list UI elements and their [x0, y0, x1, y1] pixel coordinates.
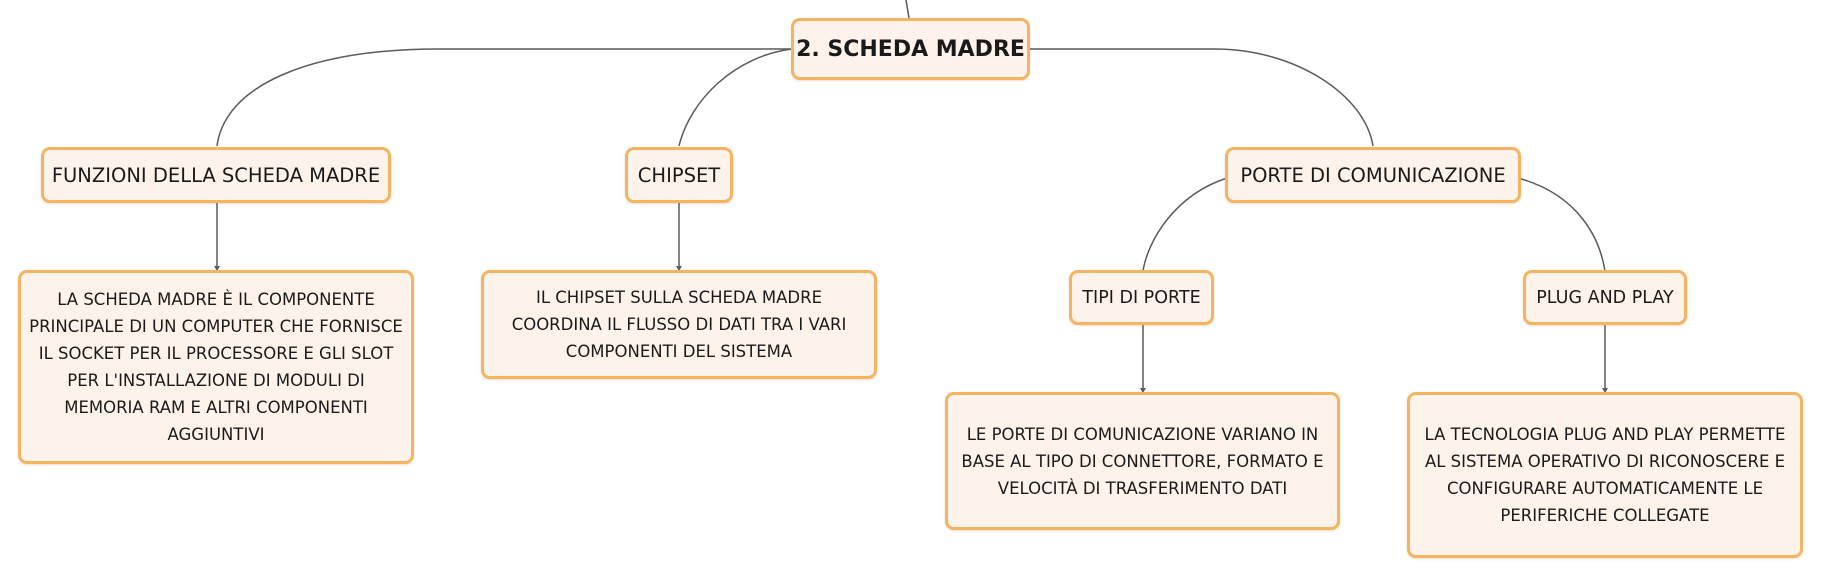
- desc-tipi-di-porte[interactable]: LE PORTE DI COMUNICAZIONE VARIANO IN BAS…: [945, 392, 1340, 530]
- node-porte-label: PORTE DI COMUNICAZIONE: [1240, 163, 1506, 187]
- desc-tipi-text: LE PORTE DI COMUNICAZIONE VARIANO IN BAS…: [961, 424, 1324, 498]
- connector-root-to-chipset: [678, 48, 793, 147]
- arrowhead-plug-desc: [1602, 388, 1608, 393]
- node-tipi-di-porte[interactable]: TIPI DI PORTE: [1069, 270, 1214, 325]
- connector-root-to-porte: [1030, 48, 1374, 147]
- desc-chipset-text: IL CHIPSET SULLA SCHEDA MADRE COORDINA I…: [511, 288, 847, 361]
- connector-root-to-funzioni: [216, 48, 792, 147]
- connector-porte-to-tipi: [1142, 177, 1228, 272]
- connector-porte-to-plug: [1517, 177, 1606, 272]
- node-chipset-label: CHIPSET: [637, 163, 721, 187]
- root-node[interactable]: 2. SCHEDA MADRE: [791, 18, 1030, 80]
- desc-plug-and-play[interactable]: LA TECNOLOGIA PLUG AND PLAY PERMETTE AL …: [1407, 392, 1803, 558]
- node-porte-comunicazione[interactable]: PORTE DI COMUNICAZIONE: [1225, 147, 1521, 203]
- node-funzioni-scheda-madre[interactable]: FUNZIONI DELLA SCHEDA MADRE: [41, 147, 391, 203]
- arrowhead-tipi-desc: [1140, 388, 1146, 393]
- desc-chipset[interactable]: IL CHIPSET SULLA SCHEDA MADRE COORDINA I…: [481, 270, 877, 379]
- node-tipi-label: TIPI DI PORTE: [1082, 287, 1201, 308]
- connector-parent-to-root: [905, 0, 910, 19]
- arrowhead-chipset-desc: [676, 266, 682, 271]
- node-plug-label: PLUG AND PLAY: [1536, 287, 1674, 308]
- node-chipset[interactable]: CHIPSET: [625, 147, 733, 203]
- desc-funzioni-scheda-madre[interactable]: LA SCHEDA MADRE È IL COMPONENTE PRINCIPA…: [18, 270, 414, 464]
- root-node-label: 2. SCHEDA MADRE: [796, 36, 1025, 62]
- desc-plug-text: LA TECNOLOGIA PLUG AND PLAY PERMETTE AL …: [1424, 425, 1786, 525]
- arrowhead-funzioni-desc: [214, 266, 220, 271]
- node-funzioni-label: FUNZIONI DELLA SCHEDA MADRE: [51, 163, 381, 187]
- node-plug-and-play[interactable]: PLUG AND PLAY: [1523, 270, 1687, 325]
- desc-funzioni-text: LA SCHEDA MADRE È IL COMPONENTE PRINCIPA…: [29, 290, 403, 444]
